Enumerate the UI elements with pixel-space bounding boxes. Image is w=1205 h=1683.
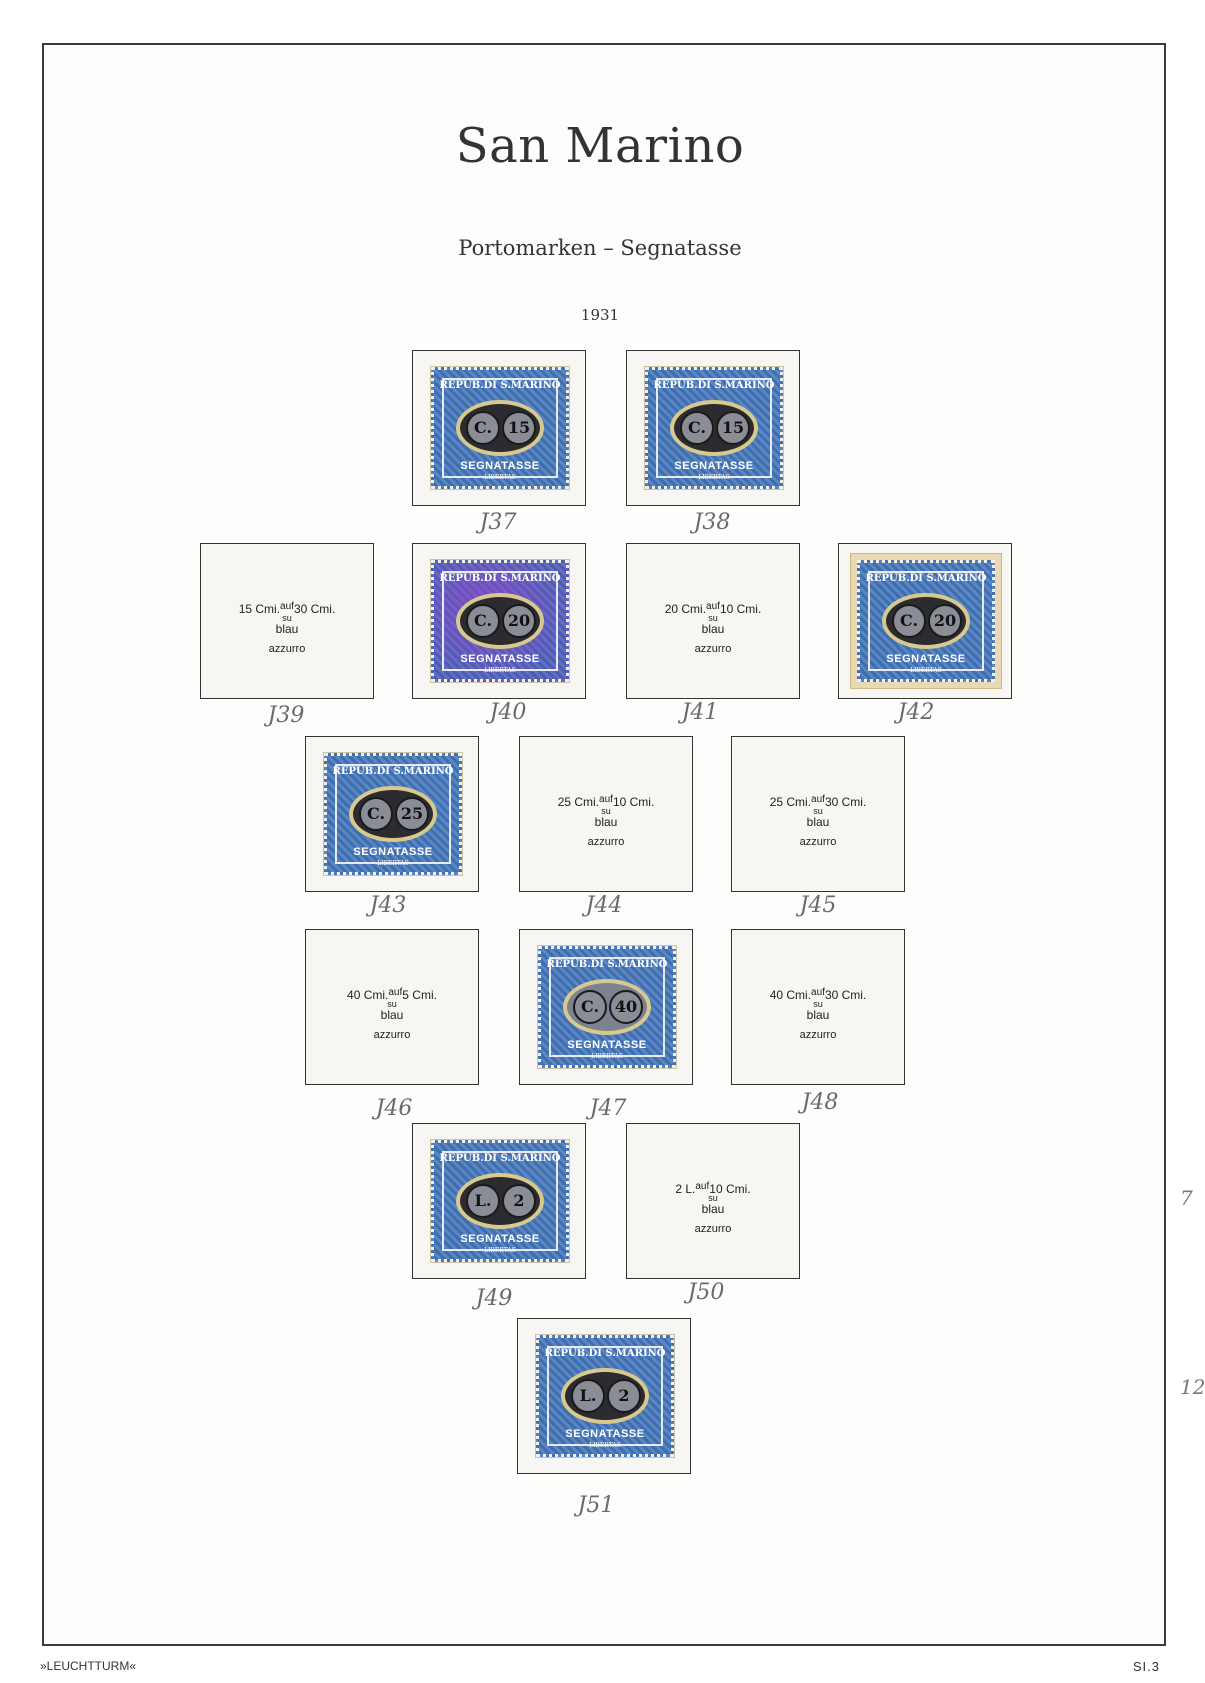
handwritten-catalog-number: J42 xyxy=(897,700,935,725)
stamp-prefix: C. xyxy=(466,411,500,445)
stamp-segnatasse: SEGNATASSE xyxy=(674,460,754,472)
margin-note: 7 xyxy=(1180,1186,1193,1210)
stamp-prefix: C. xyxy=(359,797,393,831)
stamp-segnatasse: SEGNATASSE xyxy=(460,460,540,472)
stamp-image: C. 20 REPUB.DI S.MARINO SEGNATASSE LIBER… xyxy=(857,560,995,682)
stamp-image: C. 40 REPUB.DI S.MARINO SEGNATASSE LIBER… xyxy=(538,946,676,1068)
stamp-libertas: LIBERTAS xyxy=(591,1053,623,1060)
stamp-inscription: REPUB.DI S.MARINO xyxy=(439,1153,561,1164)
stamp-mount-j37[interactable]: C. 15 REPUB.DI S.MARINO SEGNATASSE LIBER… xyxy=(412,350,586,506)
handwritten-catalog-number: J50 xyxy=(687,1280,725,1305)
stamp-value: 15 xyxy=(716,411,750,445)
stamp-inscription: REPUB.DI S.MARINO xyxy=(439,573,561,584)
handwritten-catalog-number: J38 xyxy=(693,510,731,535)
stamp-prefix: L. xyxy=(571,1379,605,1413)
page-title: San Marino xyxy=(455,118,745,174)
stamp-segnatasse: SEGNATASSE xyxy=(567,1039,647,1051)
empty-mount-j46[interactable]: 40 Cmi.auf5 Cmi. su blau azzurro xyxy=(305,929,479,1085)
stamp-inscription: REPUB.DI S.MARINO xyxy=(546,959,668,970)
stamp-inscription: REPUB.DI S.MARINO xyxy=(544,1348,666,1359)
handwritten-catalog-number: J41 xyxy=(681,700,719,725)
empty-mount-j39[interactable]: 15 Cmi.auf30 Cmi. su blau azzurro xyxy=(200,543,374,699)
stamp-libertas: LIBERTAS xyxy=(377,860,409,867)
handwritten-catalog-number: J47 xyxy=(589,1096,627,1121)
stamp-inscription: REPUB.DI S.MARINO xyxy=(332,766,454,777)
stamp-inscription: REPUB.DI S.MARINO xyxy=(653,380,775,391)
stamp-inscription: REPUB.DI S.MARINO xyxy=(439,380,561,391)
issue-year: 1931 xyxy=(580,306,620,324)
stamp-libertas: LIBERTAS xyxy=(484,474,516,481)
mount-caption: 15 Cmi.auf30 Cmi. su blau azzurro xyxy=(238,601,336,655)
stamp-prefix: C. xyxy=(466,604,500,638)
stamp-libertas: LIBERTAS xyxy=(910,667,942,674)
empty-mount-j45[interactable]: 25 Cmi.auf30 Cmi. su blau azzurro xyxy=(731,736,905,892)
stamp-image: C. 15 REPUB.DI S.MARINO SEGNATASSE LIBER… xyxy=(431,367,569,489)
empty-mount-j44[interactable]: 25 Cmi.auf10 Cmi. su blau azzurro xyxy=(519,736,693,892)
handwritten-catalog-number: J48 xyxy=(801,1090,839,1115)
stamp-image: L. 2 REPUB.DI S.MARINO SEGNATASSE LIBERT… xyxy=(431,1140,569,1262)
stamp-prefix: C. xyxy=(680,411,714,445)
stamp-mount-j47[interactable]: C. 40 REPUB.DI S.MARINO SEGNATASSE LIBER… xyxy=(519,929,693,1085)
stamp-prefix: C. xyxy=(892,604,926,638)
empty-mount-j50[interactable]: 2 L.auf10 Cmi. su blau azzurro xyxy=(626,1123,800,1279)
stamp-libertas: LIBERTAS xyxy=(484,1247,516,1254)
handwritten-catalog-number: J37 xyxy=(479,510,517,535)
handwritten-catalog-number: J51 xyxy=(577,1493,615,1518)
handwritten-catalog-number: J43 xyxy=(369,893,407,918)
stamp-value: 15 xyxy=(502,411,536,445)
mount-caption: 40 Cmi.auf5 Cmi. su blau azzurro xyxy=(347,987,437,1041)
stamp-image: C. 25 REPUB.DI S.MARINO SEGNATASSE LIBER… xyxy=(324,753,462,875)
page-number: SI.3 xyxy=(1132,1659,1160,1674)
mount-caption: 20 Cmi.auf10 Cmi. su blau azzurro xyxy=(664,601,762,655)
stamp-libertas: LIBERTAS xyxy=(698,474,730,481)
mount-caption: 40 Cmi.auf30 Cmi. su blau azzurro xyxy=(769,987,867,1041)
handwritten-catalog-number: J46 xyxy=(375,1096,413,1121)
stamp-inscription: REPUB.DI S.MARINO xyxy=(865,573,987,584)
margin-note: 12 xyxy=(1180,1375,1205,1399)
stamp-image: L. 2 REPUB.DI S.MARINO SEGNATASSE LIBERT… xyxy=(536,1335,674,1457)
stamp-segnatasse: SEGNATASSE xyxy=(460,653,540,665)
stamp-segnatasse: SEGNATASSE xyxy=(353,846,433,858)
mount-caption: 25 Cmi.auf30 Cmi. su blau azzurro xyxy=(769,794,867,848)
mount-caption: 2 L.auf10 Cmi. su blau azzurro xyxy=(675,1181,751,1235)
empty-mount-j41[interactable]: 20 Cmi.auf10 Cmi. su blau azzurro xyxy=(626,543,800,699)
stamp-libertas: LIBERTAS xyxy=(484,667,516,674)
page-subtitle: Portomarken – Segnatasse xyxy=(458,236,742,260)
stamp-libertas: LIBERTAS xyxy=(589,1442,621,1449)
stamp-segnatasse: SEGNATASSE xyxy=(565,1428,645,1440)
stamp-value: 2 xyxy=(502,1184,536,1218)
stamp-prefix: C. xyxy=(573,990,607,1024)
handwritten-catalog-number: J49 xyxy=(475,1286,513,1311)
handwritten-catalog-number: J40 xyxy=(489,700,527,725)
handwritten-catalog-number: J45 xyxy=(799,893,837,918)
publisher-brand: »LEUCHTTURM« xyxy=(40,1659,137,1673)
stamp-mount-j49[interactable]: L. 2 REPUB.DI S.MARINO SEGNATASSE LIBERT… xyxy=(412,1123,586,1279)
handwritten-catalog-number: J44 xyxy=(585,893,623,918)
stamp-value: 40 xyxy=(609,990,643,1024)
mount-caption: 25 Cmi.auf10 Cmi. su blau azzurro xyxy=(557,794,655,848)
handwritten-catalog-number: J39 xyxy=(267,703,305,728)
stamp-image: C. 20 REPUB.DI S.MARINO SEGNATASSE LIBER… xyxy=(431,560,569,682)
stamp-prefix: L. xyxy=(466,1184,500,1218)
stamp-mount-j43[interactable]: C. 25 REPUB.DI S.MARINO SEGNATASSE LIBER… xyxy=(305,736,479,892)
stamp-value: 20 xyxy=(928,604,962,638)
stamp-value: 20 xyxy=(502,604,536,638)
stamp-mount-j42[interactable]: C. 20 REPUB.DI S.MARINO SEGNATASSE LIBER… xyxy=(838,543,1012,699)
stamp-mount-j40[interactable]: C. 20 REPUB.DI S.MARINO SEGNATASSE LIBER… xyxy=(412,543,586,699)
stamp-mount-j51[interactable]: L. 2 REPUB.DI S.MARINO SEGNATASSE LIBERT… xyxy=(517,1318,691,1474)
stamp-image: C. 15 REPUB.DI S.MARINO SEGNATASSE LIBER… xyxy=(645,367,783,489)
stamp-value: 2 xyxy=(607,1379,641,1413)
stamp-segnatasse: SEGNATASSE xyxy=(886,653,966,665)
stamp-mount-j38[interactable]: C. 15 REPUB.DI S.MARINO SEGNATASSE LIBER… xyxy=(626,350,800,506)
stamp-segnatasse: SEGNATASSE xyxy=(460,1233,540,1245)
stamp-value: 25 xyxy=(395,797,429,831)
empty-mount-j48[interactable]: 40 Cmi.auf30 Cmi. su blau azzurro xyxy=(731,929,905,1085)
